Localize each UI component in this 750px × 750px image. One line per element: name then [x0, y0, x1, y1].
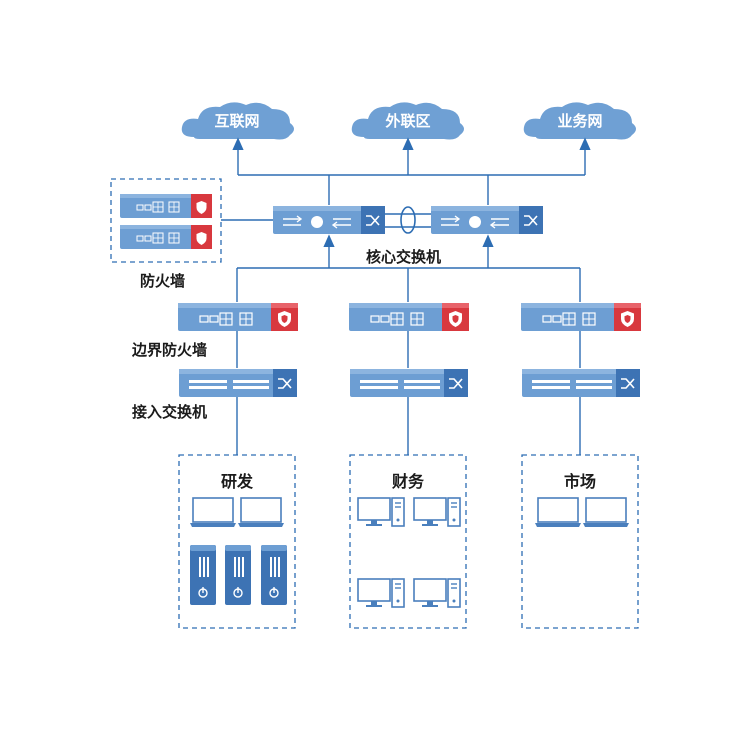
- access-switch-label: 接入交换机: [132, 403, 207, 421]
- laptop-icon[interactable]: [189, 497, 237, 528]
- access-switch-market[interactable]: [521, 368, 641, 398]
- zone-market[interactable]: 市场: [521, 454, 639, 629]
- fw-access-links: [236, 331, 581, 368]
- cloud-extranet[interactable]: 外联区: [351, 102, 464, 140]
- core-switch-2[interactable]: [430, 205, 544, 235]
- firewall-device-1[interactable]: [119, 193, 213, 219]
- cloud-business[interactable]: 业务网: [523, 102, 636, 140]
- firewall-label: 防火墙: [140, 272, 185, 290]
- border-firewall-market[interactable]: [520, 302, 642, 332]
- cloud-internet[interactable]: 互联网: [181, 102, 294, 140]
- core-switch-1[interactable]: [272, 205, 386, 235]
- desktop-icon[interactable]: [357, 497, 405, 527]
- laptop-icon[interactable]: [534, 497, 582, 528]
- core-stack-link: [385, 206, 431, 234]
- desktop-icon[interactable]: [413, 578, 461, 608]
- core-uplinks: [232, 137, 591, 205]
- zone-rnd-label: 研发: [221, 472, 254, 491]
- cloud-extranet-label: 外联区: [384, 112, 430, 130]
- server-icon[interactable]: [224, 544, 252, 606]
- core-switch-label: 核心交换机: [366, 248, 441, 266]
- firewall-device-2[interactable]: [119, 224, 213, 250]
- zone-finance-label: 财务: [391, 472, 425, 491]
- border-firewall-rnd[interactable]: [177, 302, 299, 332]
- zone-market-border: [521, 454, 639, 629]
- access-switch-rnd[interactable]: [178, 368, 298, 398]
- zone-finance-border: [349, 454, 467, 629]
- zone-market-label: 市场: [564, 472, 596, 491]
- access-zone-links: [236, 397, 581, 455]
- desktop-icon[interactable]: [357, 578, 405, 608]
- server-icon[interactable]: [189, 544, 217, 606]
- laptop-icon[interactable]: [237, 497, 285, 528]
- laptop-icon[interactable]: [582, 497, 630, 528]
- zone-rnd[interactable]: 研发: [178, 454, 296, 629]
- border-firewall-label: 边界防火墙: [131, 341, 207, 359]
- cloud-business-label: 业务网: [557, 112, 602, 130]
- server-icon[interactable]: [260, 544, 288, 606]
- desktop-icon[interactable]: [413, 497, 461, 527]
- zone-rnd-border: [178, 454, 296, 629]
- zone-finance[interactable]: 财务: [349, 454, 467, 629]
- core-downlinks: [236, 234, 581, 302]
- cloud-internet-label: 互联网: [214, 112, 259, 130]
- access-switch-finance[interactable]: [349, 368, 469, 398]
- border-firewall-finance[interactable]: [348, 302, 470, 332]
- firewall-cluster: [110, 178, 222, 263]
- firewall-cluster-border: [110, 178, 222, 263]
